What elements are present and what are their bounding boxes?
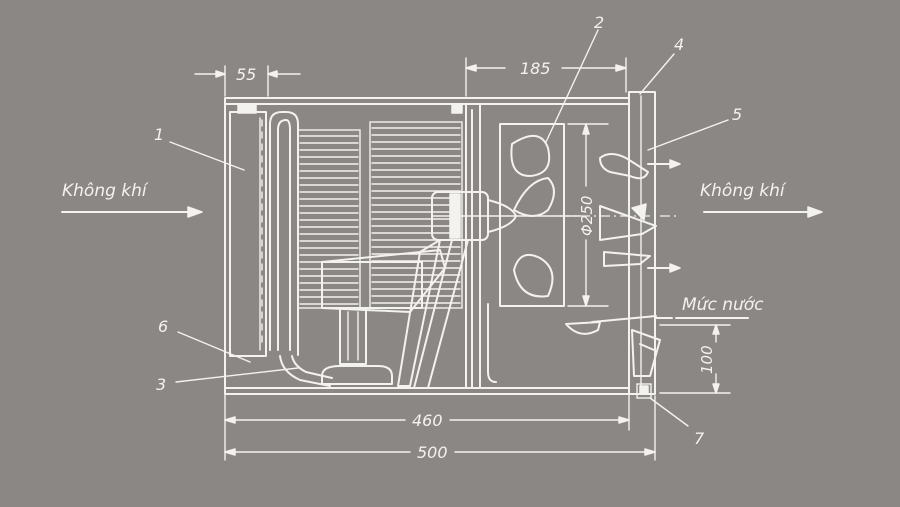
fan-motor <box>431 191 581 241</box>
dimension-185: 185 <box>465 57 627 97</box>
dimension-185-label: 185 <box>520 59 551 78</box>
dimension-500: 500 <box>224 395 656 462</box>
dimension-500-label: 500 <box>417 443 448 462</box>
dimension-phi250: Φ250 <box>567 123 609 307</box>
part-2-callout: 2 <box>545 13 604 143</box>
part-7-callout: 7 <box>649 397 705 448</box>
air-inlet-label: Không khí <box>62 181 149 201</box>
part-3-callout: 3 <box>156 367 299 394</box>
part-1-callout: 1 <box>154 125 245 171</box>
float-valve <box>565 315 661 377</box>
unit-housing <box>224 91 656 399</box>
cooling-pad-left <box>297 129 361 309</box>
motor-support <box>397 103 497 389</box>
part-1-label: 1 <box>154 125 164 144</box>
dimension-100-label: 100 <box>698 345 716 374</box>
part-7-label: 7 <box>694 429 705 448</box>
part-4-callout: 4 <box>639 35 684 95</box>
part-5-callout: 5 <box>647 105 742 151</box>
part-6-callout: 6 <box>158 317 251 363</box>
dimension-100: 100 <box>659 324 731 394</box>
part-5-label: 5 <box>732 105 742 124</box>
air-outlet-arrow <box>703 206 823 218</box>
part-3-label: 3 <box>156 375 166 394</box>
water-pipe <box>269 111 333 387</box>
dimension-460: 460 <box>224 393 630 461</box>
dimension-55-label: 55 <box>236 65 256 84</box>
water-pump <box>321 249 446 385</box>
part-6-label: 6 <box>158 317 168 336</box>
dimension-460-label: 460 <box>412 411 443 430</box>
fan-impeller <box>499 123 565 307</box>
air-inlet-arrow <box>61 206 203 218</box>
water-level-label: Mức nước <box>682 295 764 315</box>
air-outlet-label: Không khí <box>700 181 787 201</box>
dimension-55: 55 <box>194 65 301 97</box>
air-filter <box>229 111 267 357</box>
cooling-pad-right <box>369 121 463 309</box>
outlet-louvers <box>560 153 681 273</box>
part-2-label: 2 <box>594 13 604 32</box>
part-4-label: 4 <box>674 35 684 54</box>
